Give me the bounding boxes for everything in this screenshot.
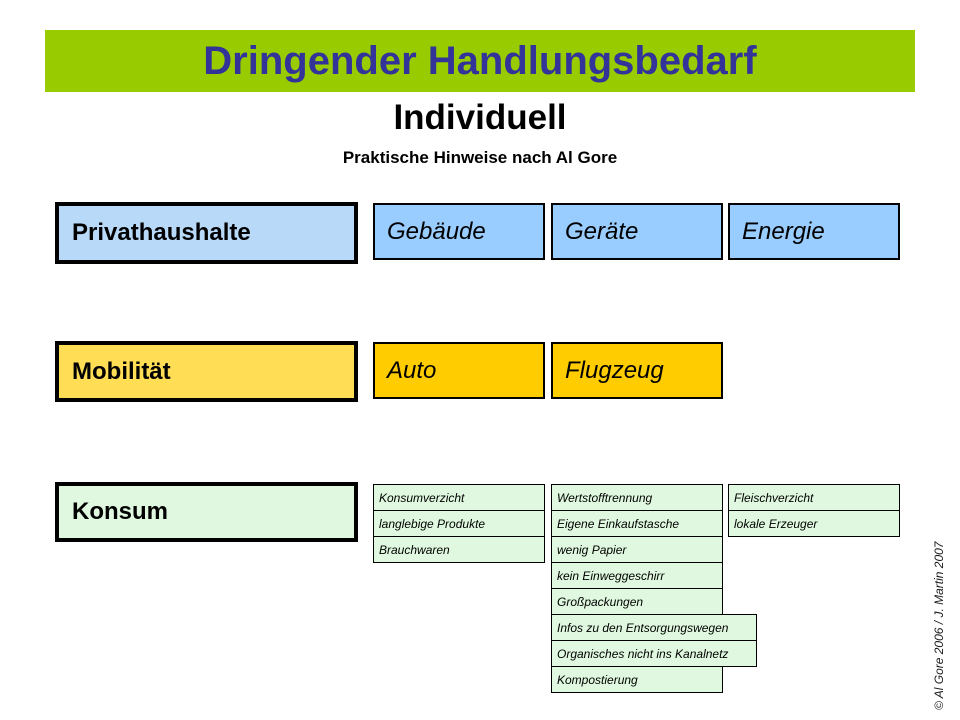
small-box-text: Fleischverzicht xyxy=(734,490,814,505)
small-box-text: Organisches nicht ins Kanalnetz xyxy=(557,646,729,661)
small-box-lokale-erzeuger: lokale Erzeuger xyxy=(728,510,900,537)
small-box-brauchwaren: Brauchwaren xyxy=(373,536,545,563)
item-text: Geräte xyxy=(565,217,639,245)
small-box-langlebige-produkte: langlebige Produkte xyxy=(373,510,545,537)
small-box-text: Konsumverzicht xyxy=(379,490,465,505)
slide-subtitle: Praktische Hinweise nach Al Gore xyxy=(342,148,618,167)
small-box-konsumverzicht: Konsumverzicht xyxy=(373,484,545,511)
small-box-text: lokale Erzeuger xyxy=(734,516,818,531)
row-label-text: Mobilität xyxy=(72,357,171,385)
small-box-organisches-kanalnetz: Organisches nicht ins Kanalnetz xyxy=(551,640,757,667)
row-label-text: Privathaushalte xyxy=(72,219,251,246)
item-box-geraete: Geräte xyxy=(551,203,723,260)
small-box-fleischverzicht: Fleischverzicht xyxy=(728,484,900,511)
item-text: Auto xyxy=(387,356,437,384)
small-box-text: Brauchwaren xyxy=(379,542,450,557)
item-text: Flugzeug xyxy=(565,356,664,384)
small-box-text: Großpackungen xyxy=(557,594,644,609)
small-box-text: kein Einweggeschirr xyxy=(557,568,665,583)
item-box-auto: Auto xyxy=(373,342,545,399)
row-label-konsum: Konsum xyxy=(55,482,358,542)
row-label-privathaushalte: Privathaushalte xyxy=(55,202,358,264)
small-box-wenig-papier: wenig Papier xyxy=(551,536,723,563)
small-box-text: Wertstofftrennung xyxy=(557,490,653,505)
item-box-flugzeug: Flugzeug xyxy=(551,342,723,399)
row-label-mobilitaet: Mobilität xyxy=(55,341,358,402)
small-box-kein-einweggeschirr: kein Einweggeschirr xyxy=(551,562,723,589)
small-box-eigene-einkaufstasche: Eigene Einkaufstasche xyxy=(551,510,723,537)
item-text: Gebäude xyxy=(387,217,486,245)
small-box-text: Kompostierung xyxy=(557,672,638,687)
item-box-energie: Energie xyxy=(728,203,900,260)
copyright-note: © Al Gore 2006 / J. Martin 2007 xyxy=(932,541,946,710)
item-box-gebaeude: Gebäude xyxy=(373,203,545,260)
banner-title: Dringender Handlungsbedarf xyxy=(203,38,757,83)
row-label-text: Konsum xyxy=(72,498,168,525)
small-box-text: Eigene Einkaufstasche xyxy=(557,516,680,531)
small-box-wertstofftrennung: Wertstofftrennung xyxy=(551,484,723,511)
small-box-text: langlebige Produkte xyxy=(379,516,486,531)
title-banner: Dringender Handlungsbedarf xyxy=(45,30,915,92)
small-box-infos-entsorgungswege: Infos zu den Entsorgungswegen xyxy=(551,614,757,641)
small-box-grosspackungen: Großpackungen xyxy=(551,588,723,615)
small-box-text: wenig Papier xyxy=(557,542,627,557)
slide-title: Individuell xyxy=(393,98,567,137)
item-text: Energie xyxy=(742,217,825,245)
small-box-kompostierung: Kompostierung xyxy=(551,666,723,693)
small-box-text: Infos zu den Entsorgungswegen xyxy=(557,620,729,635)
